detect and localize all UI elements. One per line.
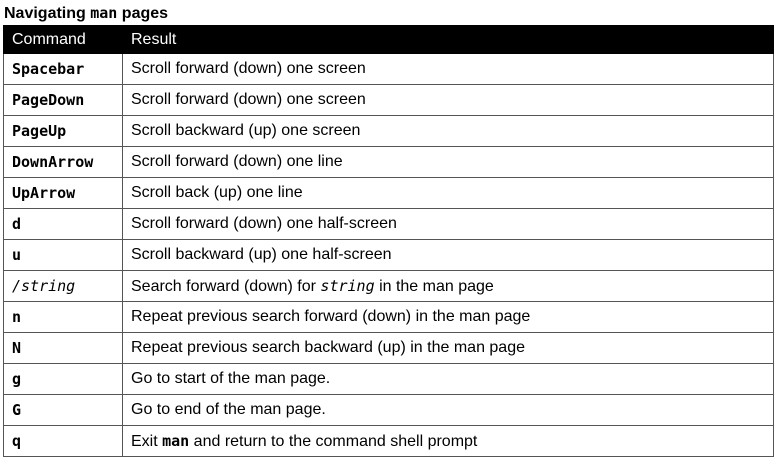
command-cell: Spacebar	[3, 53, 123, 85]
table-row: g Go to start of the man page.	[3, 363, 774, 395]
header-row: Command Result	[3, 25, 774, 54]
result-code-man: man	[162, 431, 190, 450]
command-cell: /string	[3, 270, 123, 302]
result-cell: Scroll backward (up) one screen	[122, 115, 774, 147]
command-cell: G	[3, 394, 123, 426]
command-cell: UpArrow	[3, 177, 123, 209]
table-row: /string Search forward (down) for string…	[3, 270, 774, 302]
command-cell: d	[3, 208, 123, 240]
command-cell: q	[3, 425, 123, 457]
table-row: UpArrow Scroll back (up) one line	[3, 177, 774, 209]
table-caption: Navigating man pages	[4, 2, 168, 24]
result-code-string: string	[320, 276, 375, 295]
result-cell: Search forward (down) for string in the …	[122, 270, 774, 302]
command-cell: g	[3, 363, 123, 395]
result-text-before: Exit	[131, 432, 158, 450]
result-cell: Scroll forward (down) one screen	[122, 53, 774, 85]
table-row: q Exit man and return to the command she…	[3, 425, 774, 457]
result-cell: Scroll back (up) one line	[122, 177, 774, 209]
header-command: Command	[3, 25, 123, 54]
command-cell: u	[3, 239, 123, 271]
caption-text-before: Navigating	[4, 5, 86, 22]
result-cell: Go to start of the man page.	[122, 363, 774, 395]
result-text-before: Search forward (down) for	[131, 277, 316, 295]
result-cell: Repeat previous search forward (down) in…	[122, 301, 774, 333]
result-cell: Scroll forward (down) one line	[122, 146, 774, 178]
caption-mono-man: man	[90, 4, 118, 22]
command-cell: DownArrow	[3, 146, 123, 178]
result-cell: Scroll forward (down) one screen	[122, 84, 774, 116]
table-row: d Scroll forward (down) one half-screen	[3, 208, 774, 240]
command-cell: PageUp	[3, 115, 123, 147]
result-cell: Exit man and return to the command shell…	[122, 425, 774, 457]
result-cell: Go to end of the man page.	[122, 394, 774, 426]
result-text-after: and return to the command shell prompt	[193, 432, 478, 450]
header-result: Result	[122, 25, 774, 54]
table-row: n Repeat previous search forward (down) …	[3, 301, 774, 333]
command-cell: N	[3, 332, 123, 364]
man-navigation-table: Command Result Spacebar Scroll forward (…	[3, 25, 774, 457]
table-row: u Scroll backward (up) one half-screen	[3, 239, 774, 271]
caption-text-after: pages	[121, 5, 169, 22]
table-row: G Go to end of the man page.	[3, 394, 774, 426]
table-row: DownArrow Scroll forward (down) one line	[3, 146, 774, 178]
result-text-after: in the man page	[379, 277, 494, 295]
table-row: Spacebar Scroll forward (down) one scree…	[3, 53, 774, 85]
result-cell: Scroll forward (down) one half-screen	[122, 208, 774, 240]
table-row: PageUp Scroll backward (up) one screen	[3, 115, 774, 147]
command-cell: n	[3, 301, 123, 333]
command-cell: PageDown	[3, 84, 123, 116]
table-row: N Repeat previous search backward (up) i…	[3, 332, 774, 364]
result-cell: Repeat previous search backward (up) in …	[122, 332, 774, 364]
table-row: PageDown Scroll forward (down) one scree…	[3, 84, 774, 116]
result-cell: Scroll backward (up) one half-screen	[122, 239, 774, 271]
